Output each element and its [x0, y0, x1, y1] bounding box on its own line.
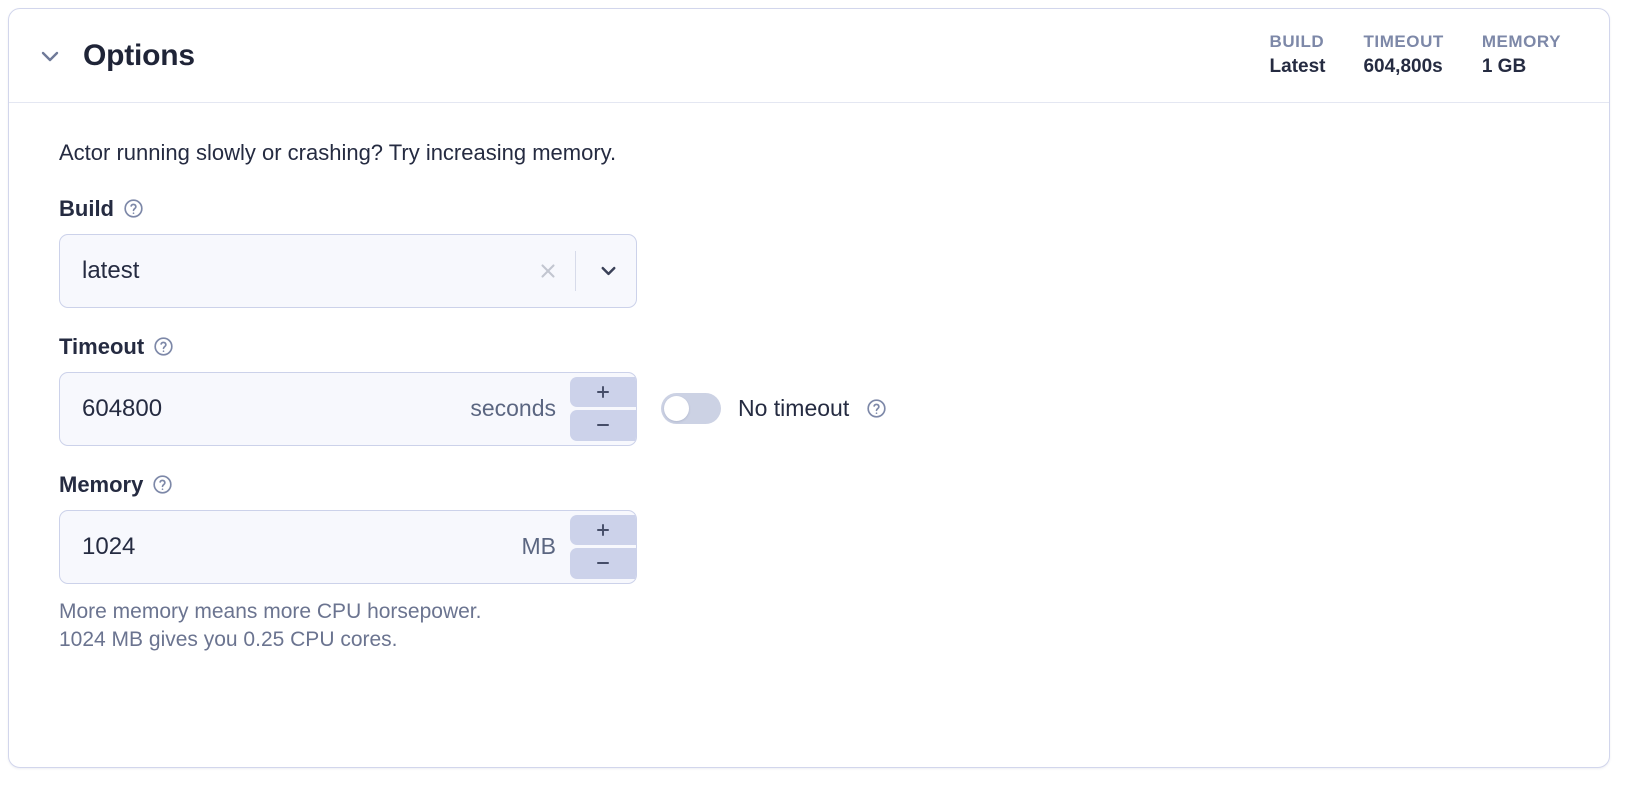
- help-circle-icon[interactable]: [866, 398, 887, 419]
- stat-build-label: BUILD: [1269, 32, 1325, 52]
- build-field-label: Build: [59, 196, 1581, 222]
- page-title: Options: [83, 38, 195, 72]
- no-timeout-toggle[interactable]: [661, 393, 721, 425]
- chevron-down-icon[interactable]: [37, 43, 63, 69]
- header-stats: BUILD Latest TIMEOUT 604,800s MEMORY 1 G…: [1270, 31, 1583, 80]
- stat-build-value: Latest: [1269, 56, 1326, 78]
- memory-field-label: Memory: [59, 472, 1581, 498]
- timeout-increment-button[interactable]: [570, 376, 636, 408]
- timeout-decrement-button[interactable]: [570, 410, 636, 441]
- stat-memory-value: 1 GB: [1481, 56, 1527, 78]
- build-label-text: Build: [59, 195, 114, 221]
- stat-memory: MEMORY 1 GB: [1444, 31, 1561, 80]
- help-circle-icon[interactable]: [152, 474, 173, 495]
- timeout-stepper: [570, 373, 636, 445]
- options-card: Options BUILD Latest TIMEOUT 604,800s ME…: [8, 8, 1610, 768]
- timeout-field-label: Timeout: [59, 334, 1581, 360]
- memory-field-row: 1024 MB: [59, 509, 1581, 584]
- stat-timeout: TIMEOUT 604,800s: [1325, 31, 1443, 80]
- memory-input-value[interactable]: 1024: [82, 532, 136, 560]
- memory-increment-button[interactable]: [570, 514, 636, 546]
- no-timeout-group: No timeout: [661, 393, 887, 425]
- memory-decrement-button[interactable]: [570, 548, 636, 579]
- memory-input-group[interactable]: 1024 MB: [59, 509, 637, 584]
- no-timeout-label: No timeout: [738, 395, 850, 422]
- toggle-knob: [664, 396, 689, 422]
- timeout-label-text: Timeout: [59, 333, 145, 359]
- stat-memory-label: MEMORY: [1481, 32, 1561, 52]
- timeout-input-group[interactable]: 604800 seconds: [59, 371, 637, 446]
- memory-helper-line-1: More memory means more CPU horsepower.: [59, 599, 482, 623]
- help-circle-icon[interactable]: [153, 336, 174, 357]
- help-circle-icon[interactable]: [123, 198, 144, 219]
- options-card-header: Options BUILD Latest TIMEOUT 604,800s ME…: [9, 9, 1609, 103]
- timeout-unit-label: seconds: [470, 395, 556, 422]
- chevron-down-icon[interactable]: [586, 259, 636, 282]
- intro-text: Actor running slowly or crashing? Try in…: [59, 140, 617, 165]
- options-card-body: Actor running slowly or crashing? Try in…: [9, 103, 1609, 653]
- memory-unit-label: MB: [521, 533, 557, 560]
- stat-build: BUILD Latest: [1270, 31, 1326, 80]
- memory-stepper: [570, 511, 636, 583]
- close-icon[interactable]: [531, 260, 565, 282]
- select-divider: [574, 250, 576, 291]
- stat-timeout-label: TIMEOUT: [1363, 32, 1444, 52]
- timeout-field-row: 604800 seconds: [59, 371, 1581, 446]
- header-left-group: Options: [37, 39, 195, 73]
- build-field-row: latest: [59, 233, 1581, 308]
- build-select-value: latest: [82, 256, 140, 284]
- stat-timeout-value: 604,800s: [1363, 56, 1443, 78]
- memory-label-text: Memory: [59, 471, 144, 497]
- build-select[interactable]: latest: [59, 233, 637, 308]
- timeout-input-value[interactable]: 604800: [82, 394, 163, 422]
- memory-helper-text: More memory means more CPU horsepower. 1…: [59, 598, 1581, 654]
- memory-helper-line-2: 1024 MB gives you 0.25 CPU cores.: [59, 627, 398, 651]
